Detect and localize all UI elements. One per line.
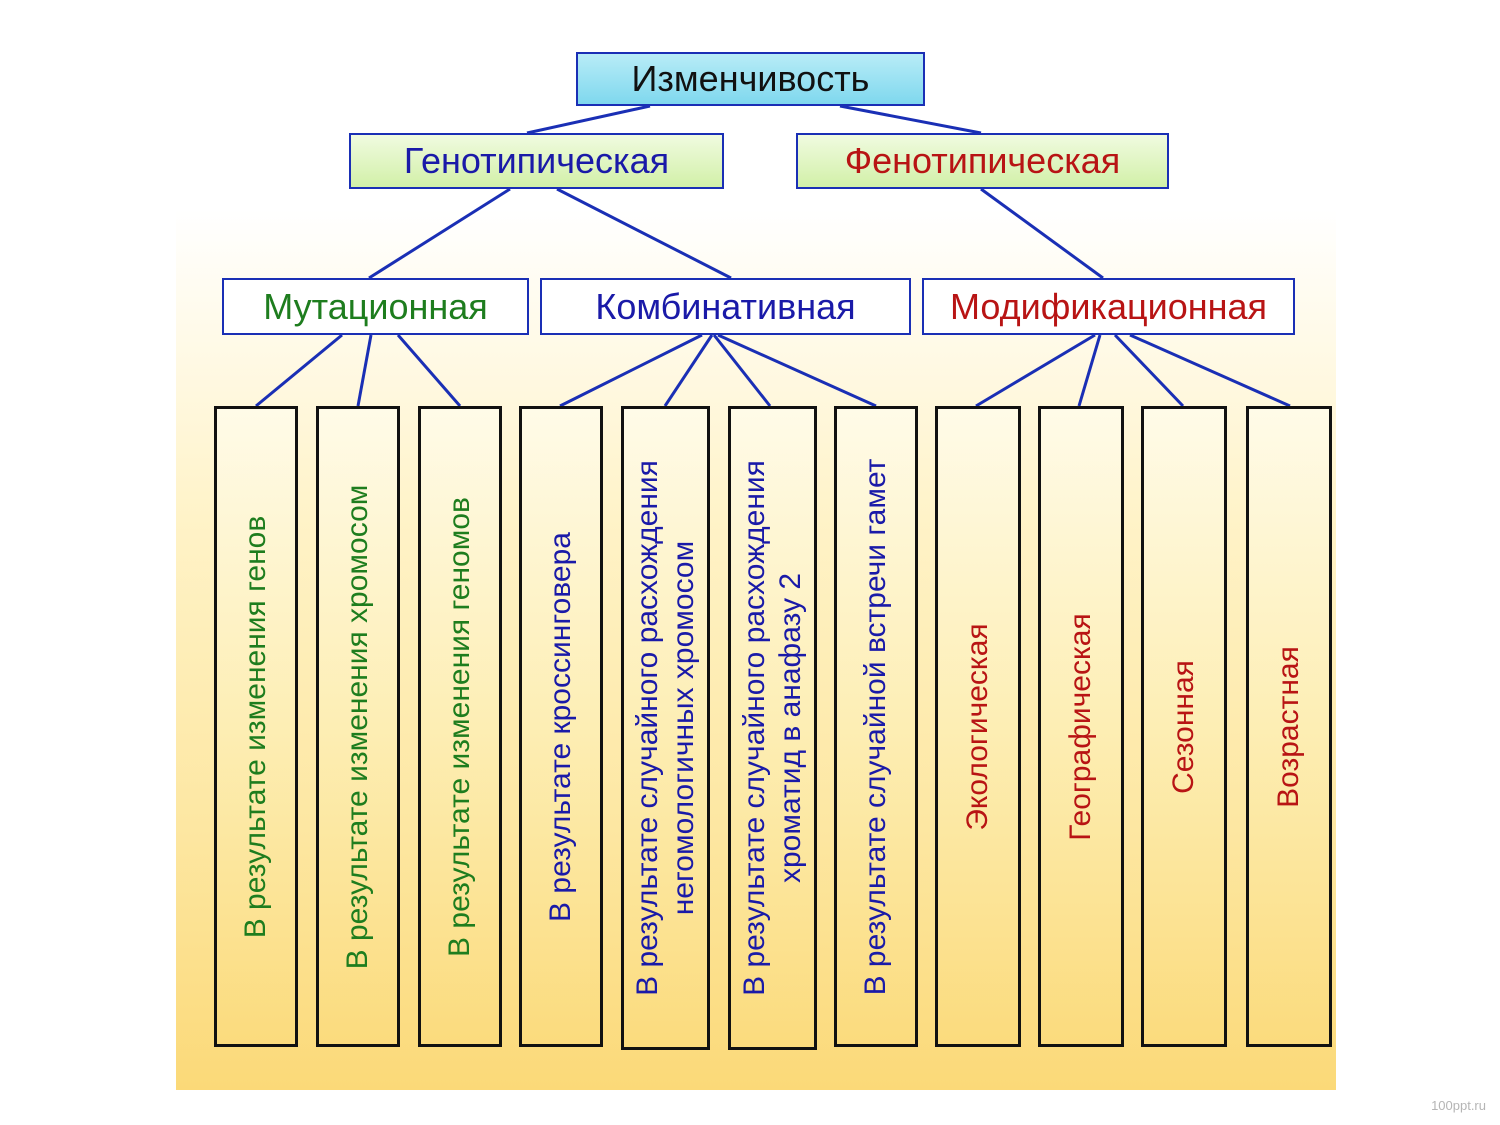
leaf-nonhomologous-line2: негомологичных хромосом — [666, 540, 700, 916]
node-genotypic: Генотипическая — [349, 133, 724, 189]
node-modification: Модификационная — [922, 278, 1295, 335]
root-node-variability: Изменчивость — [576, 52, 925, 106]
leaf-gametes-label: В результате случайной встречи гамет — [859, 458, 892, 995]
leaf-ecological: Экологическая — [935, 406, 1021, 1047]
leaf-nonhomologous-line1: В результате случайного расхождения — [630, 460, 664, 996]
node-phenotypic-label: Фенотипическая — [844, 140, 1121, 181]
connector-comb-nonhomologous — [663, 334, 714, 407]
leaf-geographical-label: Географическая — [1064, 612, 1097, 841]
root-node-label: Изменчивость — [631, 58, 870, 99]
node-genotypic-label: Генотипическая — [403, 140, 670, 181]
leaf-crossingover: В результате кроссинговера — [519, 406, 603, 1047]
leaf-nonhomologous: В результате случайного расхождения него… — [621, 406, 710, 1050]
connector-comb-chromatids — [712, 334, 772, 407]
connector-mut-genes — [255, 333, 343, 408]
connector-mod-seasonal — [1113, 333, 1185, 408]
node-mutational-label: Мутационная — [263, 285, 488, 327]
connector-mut-genomes — [396, 334, 462, 407]
connector-geno-mut — [368, 187, 511, 280]
leaf-seasonal: Сезонная — [1141, 406, 1227, 1047]
leaf-chromatids-line1: В результате случайного расхождения — [737, 460, 771, 996]
connector-mod-age — [1129, 333, 1291, 408]
leaf-age-label: Возрастная — [1272, 645, 1305, 808]
leaf-genes-label: В результате изменения генов — [239, 515, 272, 938]
watermark: 100ppt.ru — [1431, 1098, 1486, 1113]
connector-comb-crossingover — [559, 333, 703, 408]
leaf-crossingover-label: В результате кроссинговера — [544, 531, 577, 922]
leaf-genomes: В результате изменения геномов — [418, 406, 502, 1047]
leaf-age: Возрастная — [1246, 406, 1332, 1047]
connector-root-pheno — [839, 104, 982, 135]
leaf-geographical: Географическая — [1038, 406, 1124, 1047]
node-modification-label: Модификационная — [949, 285, 1268, 327]
node-mutational: Мутационная — [222, 278, 529, 335]
leaf-ecological-label: Экологическая — [961, 622, 994, 831]
node-combinative: Комбинативная — [540, 278, 911, 335]
connector-comb-gametes — [717, 333, 877, 408]
leaf-chromosomes: В результате изменения хромосом — [316, 406, 400, 1047]
connector-geno-comb — [556, 187, 732, 280]
leaf-chromatids: В результате случайного расхождения хром… — [728, 406, 817, 1050]
leaf-gametes: В результате случайной встречи гамет — [834, 406, 918, 1047]
connector-pheno-mod — [980, 187, 1104, 280]
leaf-seasonal-label: Сезонная — [1167, 659, 1200, 794]
connector-mod-geographical — [1077, 334, 1102, 407]
node-combinative-label: Комбинативная — [595, 285, 856, 327]
leaf-chromosomes-label: В результате изменения хромосом — [341, 484, 374, 969]
node-phenotypic: Фенотипическая — [796, 133, 1169, 189]
connector-root-geno — [526, 104, 651, 135]
leaf-genomes-label: В результате изменения геномов — [443, 496, 476, 957]
leaf-genes: В результате изменения генов — [214, 406, 298, 1047]
connector-mut-chromosomes — [356, 334, 373, 407]
leaf-chromatids-line2: хроматид в анафазу 2 — [773, 572, 807, 884]
connector-mod-ecological — [975, 333, 1096, 408]
